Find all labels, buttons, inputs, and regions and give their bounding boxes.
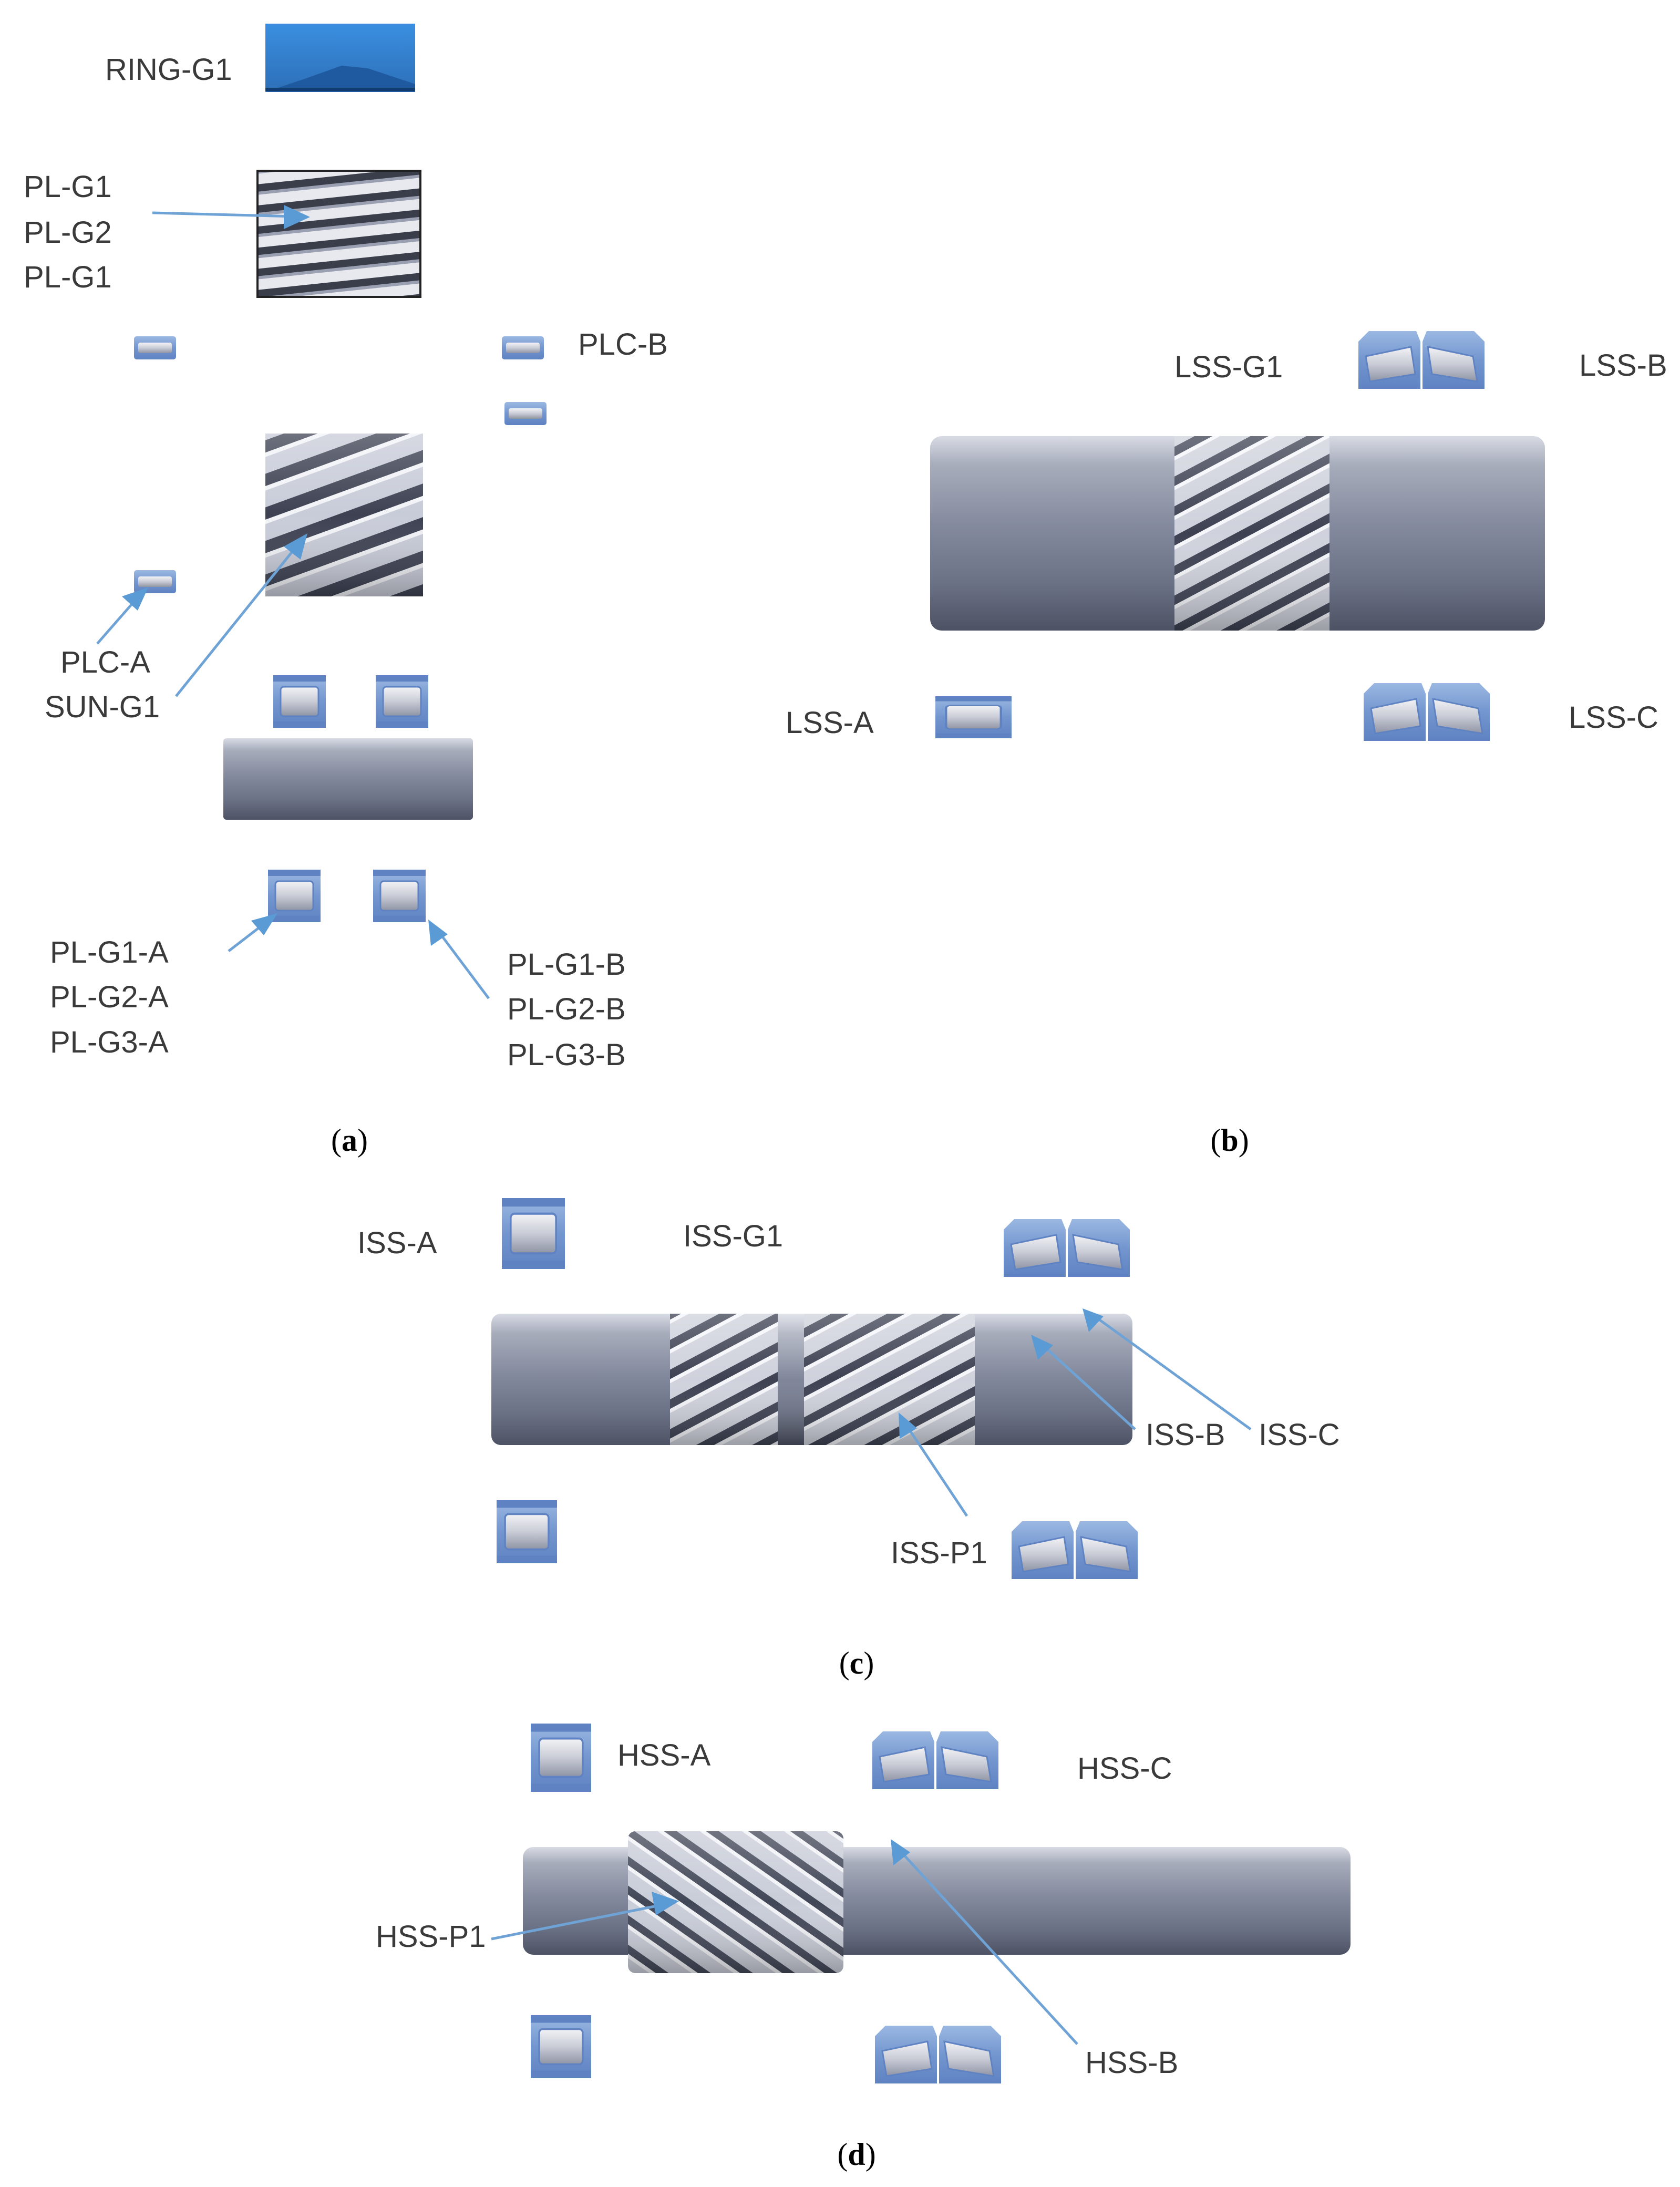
sun-gear-arrow [175, 533, 307, 697]
pl-g2-a-label: PL-G2-A [50, 980, 169, 1014]
iss-shaft-graphic [491, 1314, 1132, 1445]
iss-bearing-top-right [1003, 1218, 1131, 1278]
hss-p1-label: HSS-P1 [376, 1920, 486, 1954]
hss-shaft-graphic [523, 1831, 1351, 1973]
plc-a-arrow [96, 587, 148, 645]
planet-gear-label-2: PL-G2 [24, 215, 112, 250]
plc-a-label: PLC-A [60, 645, 150, 679]
panel-b: LSS-G1 LSS-B LSS-A LSS-C (b) [786, 330, 1667, 1158]
hss-b-label: HSS-B [1085, 2046, 1178, 2080]
ring-gear-graphic [265, 24, 415, 92]
ring-gear-label: RING-G1 [105, 53, 232, 87]
lss-b-label: LSS-B [1579, 348, 1667, 383]
plc-a-bearing [134, 570, 176, 593]
iss-bearing-bottom-right [1011, 1520, 1139, 1580]
caption-b: (b) [1210, 1123, 1249, 1158]
iss-b-arrow [1031, 1335, 1136, 1430]
hss-p1-arrow [491, 1892, 679, 1941]
planet-bearing-top-right [375, 674, 429, 729]
iss-a-label: ISS-A [357, 1226, 437, 1260]
hss-c-bearing [871, 1730, 999, 1790]
planet-bearing-a-arrow [228, 913, 277, 952]
planet-gear-graphic [256, 170, 421, 298]
lss-c-bearing [1363, 682, 1491, 742]
hss-b-arrow [891, 1839, 1078, 2045]
sun-gear-graphic [265, 434, 423, 596]
planet-bearing-top-left [272, 674, 327, 729]
pl-g3-b-label: PL-G3-B [507, 1038, 626, 1072]
plc-bearing-left-top [134, 336, 176, 359]
panel-d: HSS-A HSS-C HSS-P1 HSS-B (d) [376, 1722, 1351, 2172]
plc-bearing-right-lower [504, 402, 547, 425]
plc-b-label: PLC-B [578, 327, 668, 362]
pl-g3-a-label: PL-G3-A [50, 1025, 169, 1059]
planet-gear-label-3: PL-G1 [24, 260, 112, 294]
hss-c-label: HSS-C [1077, 1751, 1172, 1786]
lss-c-label: LSS-C [1569, 700, 1658, 735]
iss-c-arrow [1083, 1308, 1252, 1431]
lss-g1-label: LSS-G1 [1174, 350, 1283, 384]
planet-pin-shaft [223, 738, 473, 820]
plc-b-bearing [502, 336, 544, 359]
iss-c-label: ISS-C [1259, 1418, 1340, 1452]
iss-a-bearing [502, 1198, 565, 1269]
caption-d: (d) [837, 2137, 875, 2172]
lss-a-bearing [935, 696, 1012, 738]
hss-bearing-bottom-left [530, 2014, 592, 2079]
iss-g1-label: ISS-G1 [683, 1219, 783, 1253]
caption-a: (a) [331, 1123, 368, 1158]
panel-a: RING-G1 PL-G1 PL-G2 PL-G1 PLC-B PLC-A SU… [24, 24, 668, 1158]
lss-shaft-graphic [930, 436, 1545, 631]
planet-gear-arrow [152, 205, 310, 229]
planet-bearing-b [372, 869, 427, 923]
hss-a-label: HSS-A [617, 1738, 711, 1772]
lss-a-label: LSS-A [786, 706, 874, 740]
pl-g1-a-label: PL-G1-A [50, 935, 169, 969]
hss-a-bearing [530, 1722, 592, 1793]
lss-b-bearing [1357, 330, 1486, 390]
planet-bearing-b-arrow [428, 920, 490, 999]
iss-b-label: ISS-B [1146, 1418, 1225, 1452]
iss-bearing-bottom-left [496, 1499, 558, 1564]
pl-g1-b-label: PL-G1-B [507, 947, 626, 982]
sun-gear-label: SUN-G1 [45, 690, 160, 724]
caption-c: (c) [839, 1646, 874, 1680]
hss-b-bearing [874, 2025, 1002, 2085]
panel-c: ISS-A ISS-G1 ISS-B ISS-C ISS-P1 (c) [357, 1198, 1340, 1680]
planet-gear-label-1: PL-G1 [24, 170, 112, 204]
pl-g2-b-label: PL-G2-B [507, 992, 626, 1026]
iss-p1-label: ISS-P1 [891, 1536, 987, 1570]
iss-p1-arrow [899, 1412, 968, 1517]
